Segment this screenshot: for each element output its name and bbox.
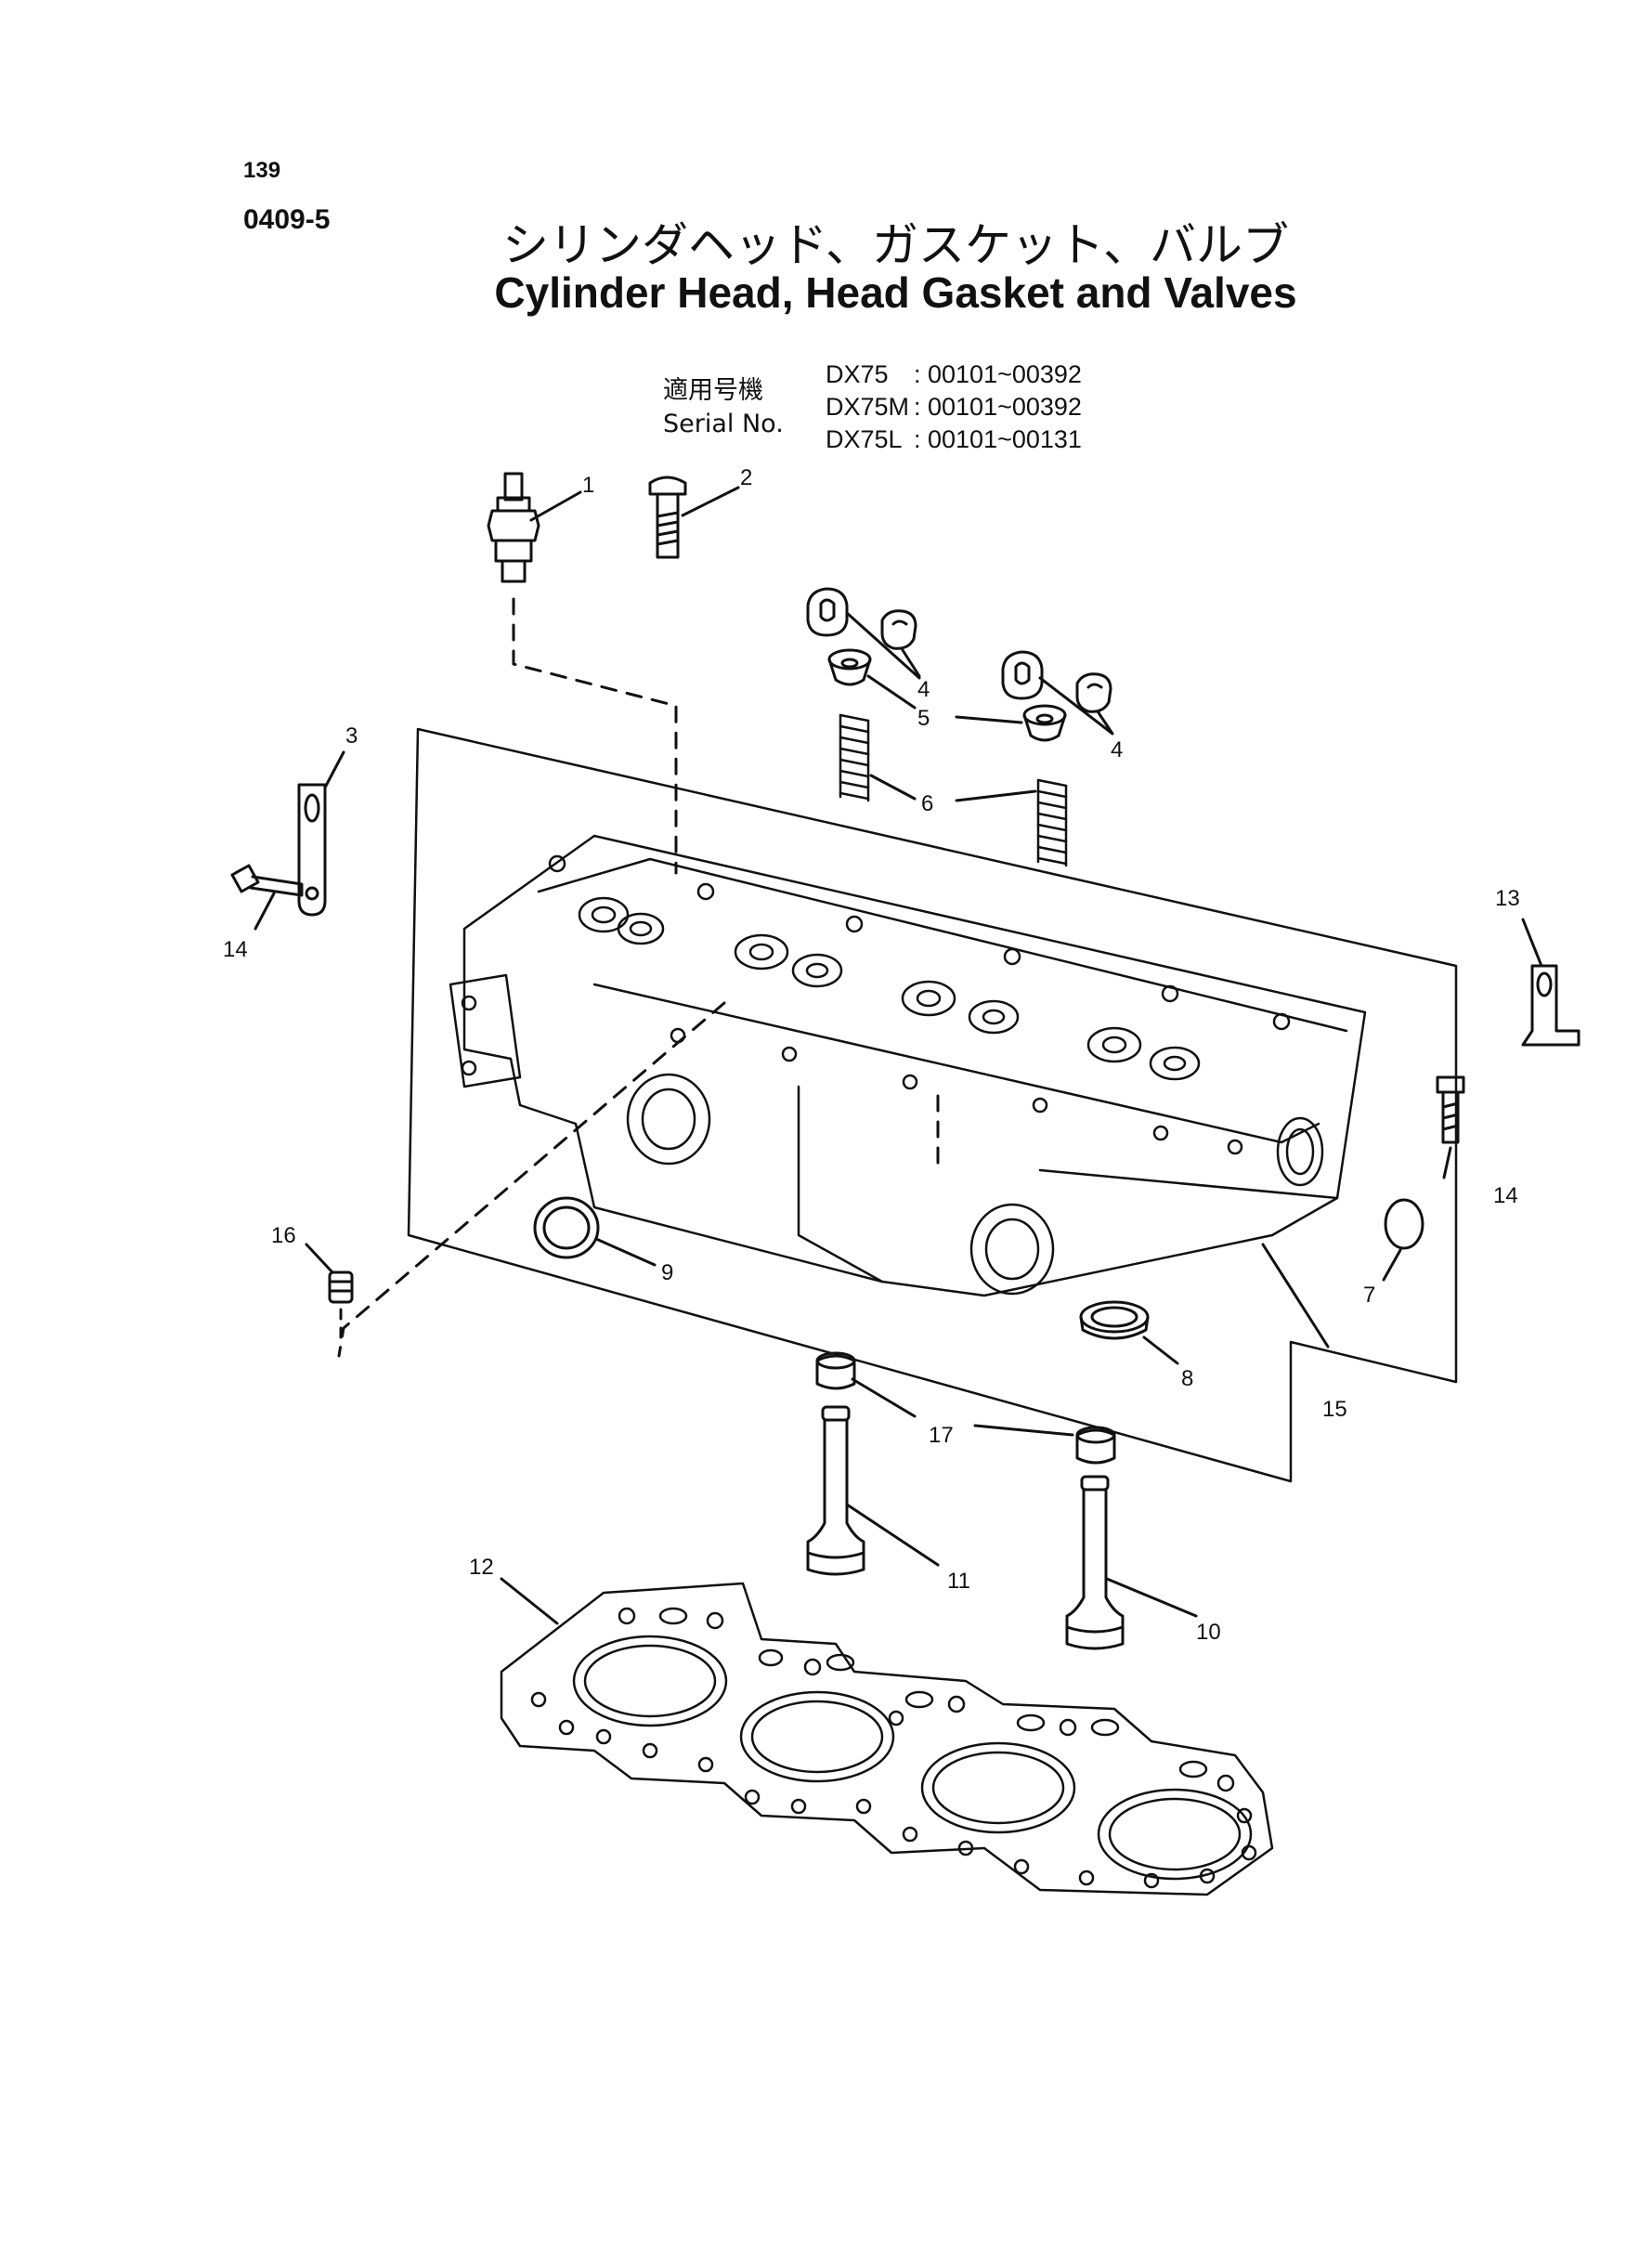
part-17-stem-seal-left — [815, 1351, 856, 1390]
leader-line — [681, 486, 740, 517]
callout-15: 15 — [1322, 1397, 1347, 1422]
leader-line — [1038, 676, 1114, 736]
serial-list: DX75 : 00101~00392 DX75M: 00101~00392 DX7… — [826, 358, 1082, 456]
leader-line — [529, 490, 582, 522]
callout-6: 6 — [921, 791, 933, 816]
part-1-temperature-sender — [487, 472, 540, 583]
callout-11: 11 — [947, 1569, 970, 1594]
part-11-valve-guide — [806, 1405, 865, 1576]
callout-14: 14 — [223, 937, 248, 962]
leader-line — [254, 892, 276, 931]
title-japanese: シリンダヘッド、ガスケット、バルブ — [502, 218, 1289, 272]
callout-9: 9 — [661, 1260, 673, 1285]
serial-row: DX75M: 00101~00392 — [826, 391, 1082, 423]
serial-range: : 00101~00392 — [914, 393, 1082, 421]
leader-line — [866, 674, 1023, 724]
serial-row: DX75L : 00101~00131 — [826, 423, 1082, 456]
leader-line — [1105, 1577, 1198, 1618]
serial-range: : 00101~00131 — [914, 425, 1082, 453]
section-code: 0409-5 — [243, 204, 331, 235]
serial-label-jp: 適用号機 — [663, 376, 763, 405]
leader-line — [1142, 1335, 1179, 1365]
part-3-bracket — [297, 783, 327, 917]
cylinder-head-block — [449, 834, 1367, 1297]
part-6-valve-spring-right — [1036, 778, 1068, 867]
callout-12: 12 — [469, 1555, 494, 1580]
leader-line — [500, 1577, 559, 1625]
leader-line — [851, 1377, 1074, 1437]
part-5-retainer-left — [827, 648, 872, 686]
serial-model: DX75M — [826, 393, 910, 421]
callout-8: 8 — [1181, 1366, 1193, 1391]
part-16-plug — [328, 1270, 354, 1304]
part-14-bolt-right — [1436, 1075, 1465, 1144]
callout-13: 13 — [1495, 886, 1520, 911]
part-12-head-gasket — [500, 1582, 1274, 1896]
callout-1: 1 — [582, 473, 594, 498]
serial-row: DX75 : 00101~00392 — [826, 358, 1082, 391]
callout-7: 7 — [1363, 1283, 1375, 1308]
part-5-retainer-right — [1022, 704, 1067, 742]
callout-17: 17 — [929, 1423, 954, 1448]
hidden-line — [337, 1001, 726, 1358]
serial-model: DX75L — [826, 425, 903, 453]
part-17-stem-seal-right — [1075, 1426, 1116, 1465]
serial-label: 適用号機 Serial No. — [663, 374, 784, 441]
leader-line — [845, 611, 921, 680]
part-9-plug — [533, 1196, 600, 1259]
serial-model: DX75 — [826, 360, 889, 388]
part-4-collet-left-b — [880, 609, 917, 650]
assembly-backdrop-panel — [407, 727, 1458, 1483]
callout-4: 4 — [1111, 737, 1123, 762]
leader-line — [323, 750, 345, 789]
callout-4: 4 — [917, 677, 930, 702]
title-english: Cylinder Head, Head Gasket and Valves — [494, 268, 1297, 317]
leader-line — [1442, 1146, 1452, 1179]
part-4-collet-left-a — [806, 587, 849, 637]
part-14-bolt-left — [230, 864, 304, 897]
leader-line — [594, 1237, 657, 1267]
callout-14: 14 — [1493, 1183, 1518, 1208]
callout-3: 3 — [345, 723, 358, 749]
part-7-plug — [1384, 1198, 1424, 1250]
callout-10: 10 — [1196, 1620, 1221, 1645]
part-8-seal-ring — [1079, 1300, 1150, 1340]
callout-2: 2 — [740, 465, 752, 490]
leader-line — [869, 774, 1037, 802]
serial-range: : 00101~00392 — [914, 360, 1082, 388]
hidden-line — [512, 597, 678, 875]
leader-line — [1261, 1243, 1330, 1348]
part-6-valve-spring-left — [839, 713, 870, 802]
leader-line — [1521, 918, 1543, 968]
callout-16: 16 — [271, 1223, 296, 1248]
part-13-bracket — [1521, 964, 1580, 1047]
callout-5: 5 — [917, 706, 930, 731]
part-4-collet-right-b — [1075, 672, 1112, 713]
part-2-bolt — [648, 476, 687, 559]
leader-line — [1382, 1248, 1402, 1282]
part-4-collet-right-a — [1001, 650, 1044, 700]
leader-line — [305, 1243, 334, 1274]
page-number: 139 — [243, 158, 281, 183]
serial-label-en: Serial No. — [663, 410, 784, 438]
part-10-valve-guide — [1065, 1475, 1125, 1650]
leader-line — [845, 1503, 940, 1567]
